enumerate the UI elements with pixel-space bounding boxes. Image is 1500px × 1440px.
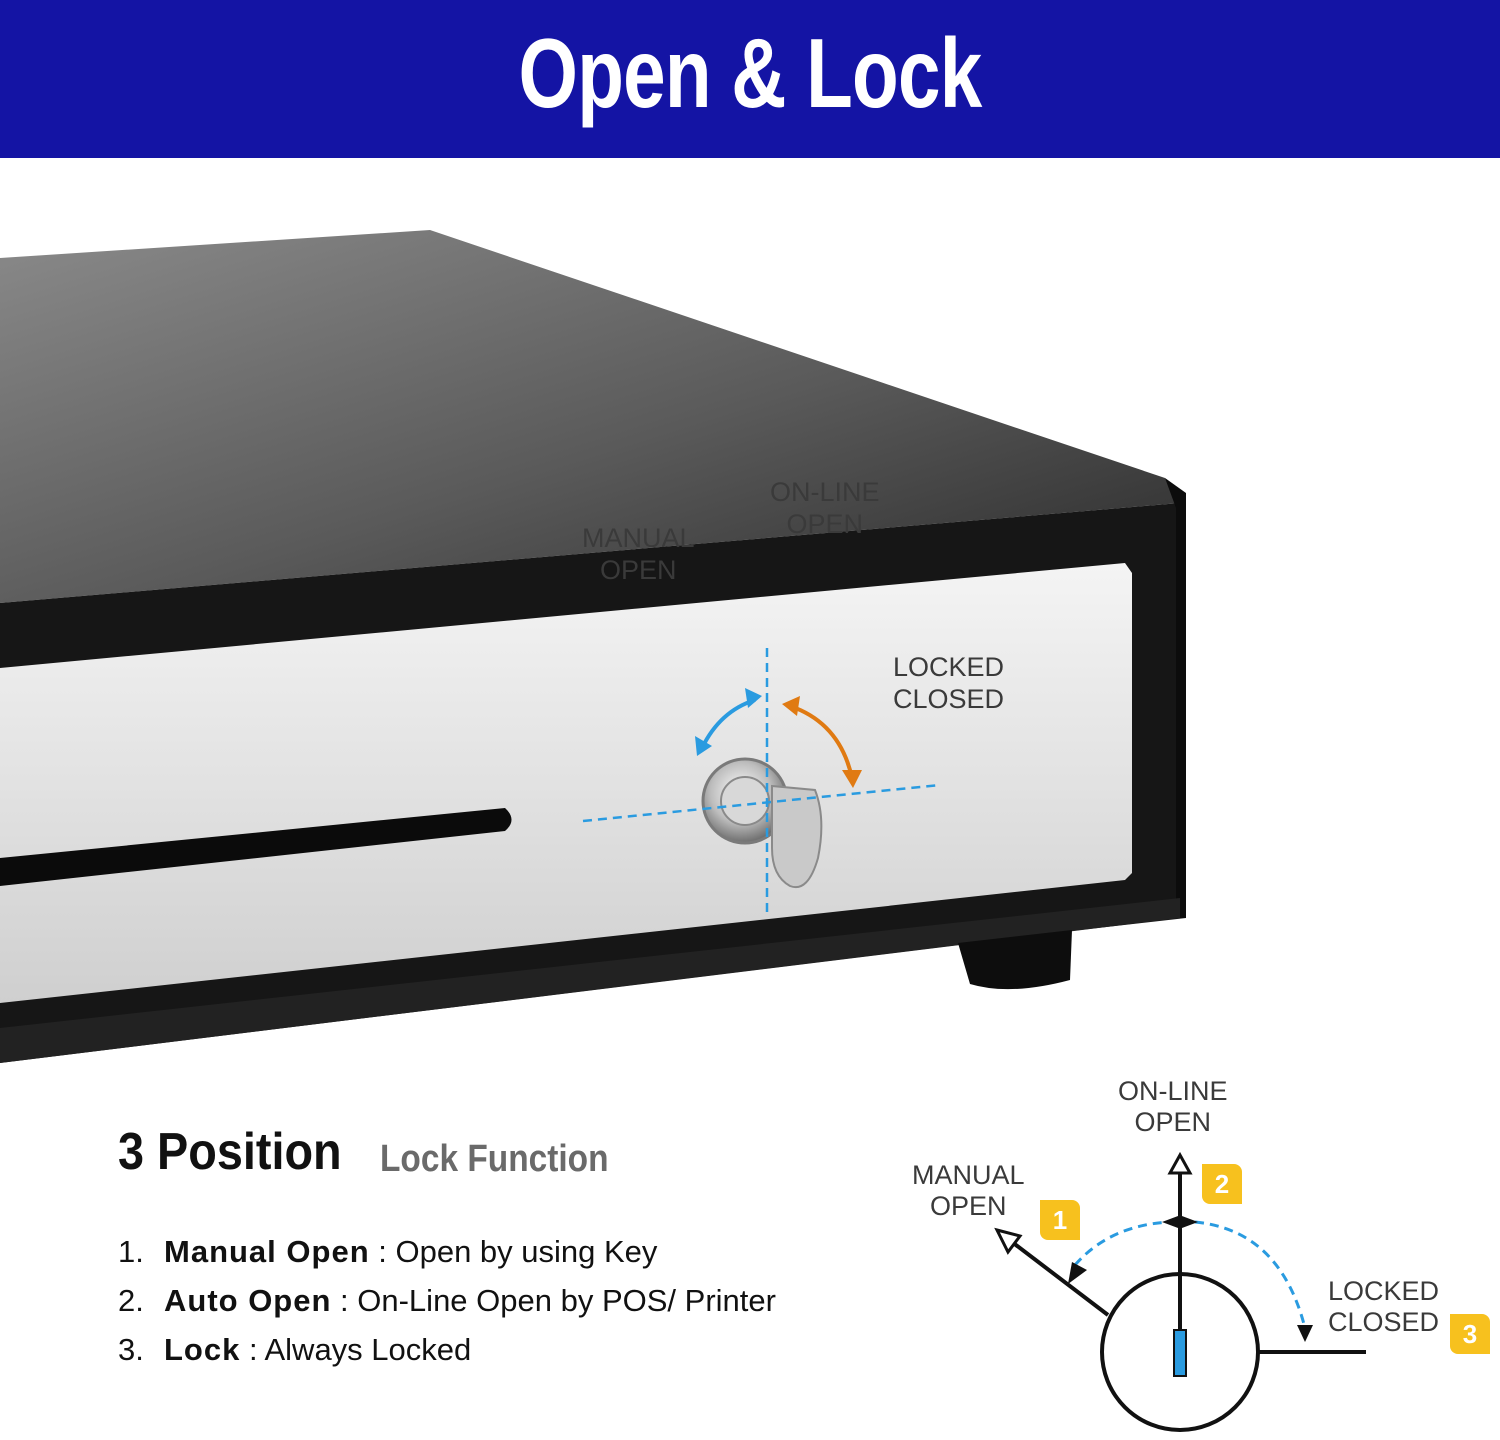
label-line: ON-LINE bbox=[1118, 1076, 1228, 1106]
item-desc: : Always Locked bbox=[240, 1332, 472, 1367]
feature-heading: 3 Position Lock Function bbox=[118, 1122, 608, 1182]
list-item: 2. Auto Open : On-Line Open by POS/ Print… bbox=[118, 1281, 776, 1330]
label-line: OPEN bbox=[786, 509, 864, 539]
diagram-label-online-open: ON-LINE OPEN bbox=[1118, 1076, 1228, 1138]
diagram-graphic bbox=[994, 1151, 1366, 1432]
item-desc: : On-Line Open by POS/ Printer bbox=[331, 1283, 776, 1318]
item-desc: : Open by using Key bbox=[369, 1234, 658, 1269]
item-name: Manual Open bbox=[164, 1234, 370, 1269]
photo-label-online-open: ON-LINE OPEN bbox=[770, 476, 880, 540]
badge-1: 1 bbox=[1040, 1200, 1080, 1240]
list-item: 1. Manual Open : Open by using Key bbox=[118, 1232, 776, 1281]
item-number: 3. bbox=[118, 1332, 144, 1367]
label-line: LOCKED bbox=[893, 652, 1005, 682]
badge-2: 2 bbox=[1202, 1164, 1242, 1204]
function-list: 1. Manual Open : Open by using Key 2. Auto… bbox=[118, 1232, 776, 1379]
label-line: ON-LINE bbox=[770, 477, 880, 507]
page-title: Open & Lock bbox=[518, 18, 983, 128]
cash-drawer-image bbox=[0, 230, 1186, 1063]
feature-subtitle: Lock Function bbox=[380, 1138, 609, 1180]
photo-label-manual-open: MANUAL OPEN bbox=[582, 522, 695, 586]
label-line: CLOSED bbox=[893, 684, 1005, 714]
item-name: Auto Open bbox=[164, 1283, 332, 1318]
diagram-label-manual-open: MANUAL OPEN bbox=[912, 1160, 1025, 1222]
label-line: OPEN bbox=[930, 1191, 1007, 1221]
label-line: MANUAL bbox=[912, 1160, 1025, 1190]
badge-3: 3 bbox=[1450, 1314, 1490, 1354]
label-line: OPEN bbox=[1134, 1107, 1212, 1137]
title-banner: Open & Lock bbox=[0, 0, 1500, 158]
label-line: OPEN bbox=[600, 555, 677, 585]
label-line: MANUAL bbox=[582, 523, 695, 553]
item-name: Lock bbox=[164, 1332, 241, 1367]
item-number: 2. bbox=[118, 1283, 144, 1318]
label-line: CLOSED bbox=[1328, 1307, 1440, 1337]
list-item: 3. Lock : Always Locked bbox=[118, 1330, 776, 1379]
item-number: 1. bbox=[118, 1234, 144, 1269]
lock-position-diagram: ON-LINE OPEN MANUAL OPEN LOCKED CLOSED 1… bbox=[880, 1060, 1500, 1435]
diagram-label-locked-closed: LOCKED CLOSED bbox=[1328, 1276, 1439, 1338]
label-line: LOCKED bbox=[1328, 1276, 1440, 1306]
photo-label-locked-closed: LOCKED CLOSED bbox=[893, 651, 1004, 715]
feature-title: 3 Position bbox=[118, 1123, 342, 1181]
